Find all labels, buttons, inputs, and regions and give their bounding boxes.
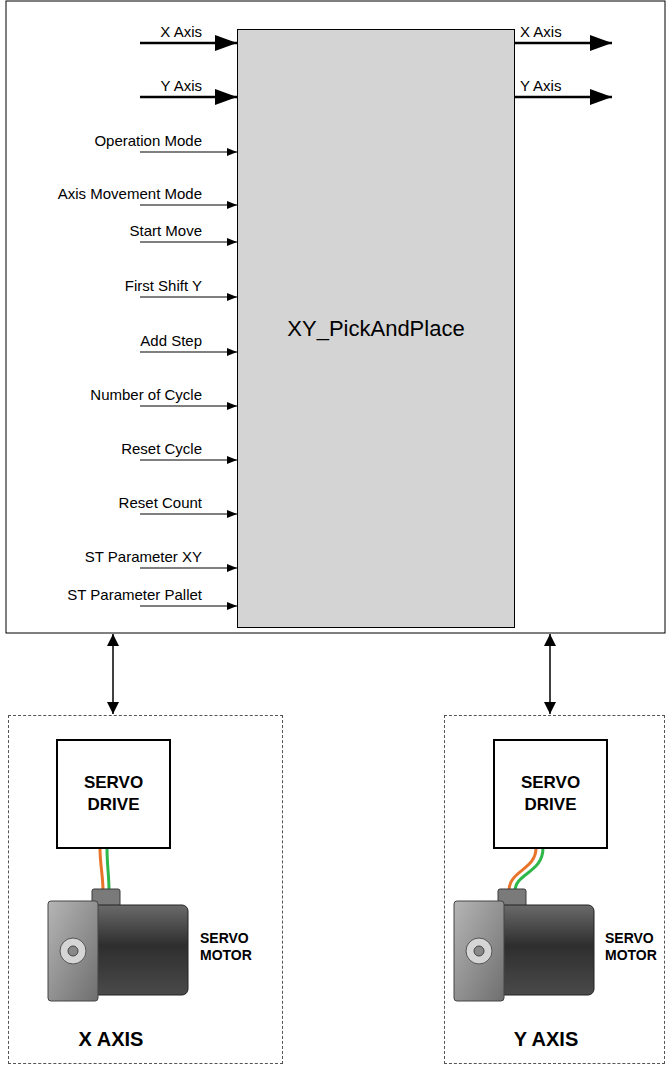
signal-arrow — [140, 205, 237, 206]
double-arrow — [549, 634, 551, 714]
signal-arrow — [140, 152, 237, 153]
signal-arrow — [140, 514, 237, 515]
signal-name: First Shift Y — [125, 277, 202, 294]
double-arrow — [112, 634, 114, 714]
motor-shaft — [466, 938, 492, 964]
y-motor-assembly — [454, 848, 594, 1001]
power-cable — [100, 848, 103, 891]
axis-group: SERVO DRIVE X AXIS — [8, 715, 283, 1064]
bus-arrows — [113, 634, 550, 714]
motor-shaft — [60, 938, 86, 964]
shaft-end — [474, 946, 484, 956]
axis-title: X AXIS — [79, 1028, 144, 1051]
signal-name: Number of Cycle — [90, 386, 202, 403]
motor-flange — [48, 901, 98, 1001]
signal-name: Start Move — [129, 222, 202, 239]
drive-name: SERVO DRIVE — [499, 772, 602, 816]
signal-name: Y Axis — [161, 77, 202, 94]
signal-arrow — [140, 242, 237, 243]
signal-name: X Axis — [160, 23, 202, 40]
servo-drive-box: SERVO DRIVE — [493, 739, 608, 849]
servo-motor — [454, 889, 594, 1001]
shaft-end — [68, 946, 78, 956]
axis-group: SERVO DRIVE Y AXIS — [444, 715, 665, 1064]
motor-flange — [454, 901, 504, 1001]
thick-arrow — [515, 96, 612, 99]
servo-drive-box: SERVO DRIVE — [56, 739, 171, 849]
function-block: XY_PickAndPlace — [237, 29, 515, 628]
axis-title: Y AXIS — [514, 1028, 578, 1051]
signal-arrow — [140, 406, 237, 407]
signal-name: ST Parameter XY — [85, 548, 202, 565]
signal-name: Reset Cycle — [121, 440, 202, 457]
signal-name: Y Axis — [520, 77, 561, 94]
encoder-cable — [515, 848, 543, 891]
thick-arrow — [515, 42, 612, 45]
output-arrows — [515, 43, 612, 97]
signal-arrow — [140, 460, 237, 461]
outer-frame — [6, 1, 665, 633]
signal-name: ST Parameter Pallet — [67, 586, 202, 603]
signal-arrow — [140, 352, 237, 353]
x-motor-assembly — [48, 848, 188, 1001]
signal-arrow — [140, 606, 237, 607]
signal-name: Axis Movement Mode — [58, 185, 202, 202]
part-label: SERVO MOTOR — [605, 930, 663, 964]
signal-arrow — [140, 297, 237, 298]
signal-name: Add Step — [140, 332, 202, 349]
signal-name: X Axis — [520, 23, 562, 40]
signal-name: Reset Count — [119, 494, 202, 511]
thick-arrow — [140, 96, 237, 99]
part-label: SERVO MOTOR — [200, 930, 258, 964]
signal-arrow — [140, 568, 237, 569]
block-name: XY_PickAndPlace — [287, 316, 464, 342]
drive-name: SERVO DRIVE — [62, 772, 165, 816]
input-arrows — [140, 43, 237, 606]
encoder-cable — [107, 848, 109, 891]
thick-arrow — [140, 42, 237, 45]
signal-name: Operation Mode — [94, 132, 202, 149]
